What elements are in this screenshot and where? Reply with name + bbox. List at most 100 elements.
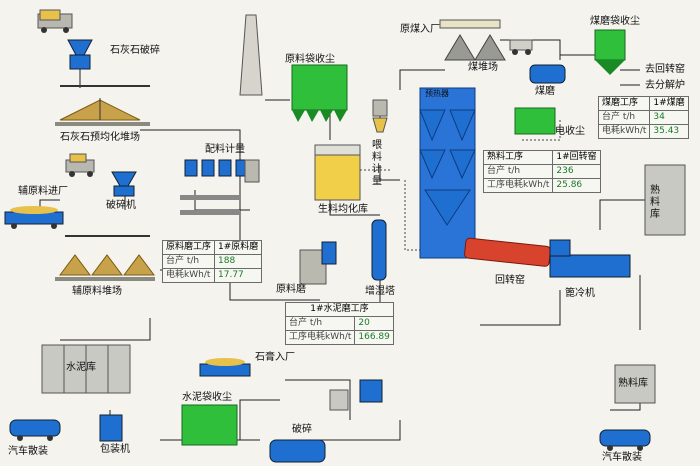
limestone-truck [37, 9, 73, 33]
rail-wagon [4, 206, 64, 229]
label-packing: 包装机 [100, 444, 130, 455]
coal-mill-row-power-label: 电耗kWh/t [597, 124, 651, 139]
label-raw-bag-dust: 原料袋收尘 [285, 54, 335, 65]
label-limestone-yard: 石灰石预均化堆场 [60, 132, 140, 143]
feed-bin [372, 99, 388, 117]
coal-mill-table: 煤磨工序 1#煤磨 台产 t/h 34 电耗kWh/t 35.43 [597, 96, 689, 139]
coal-mill-table-unit: 1#煤磨 [649, 96, 689, 111]
label-kiln: 回转窑 [495, 275, 525, 286]
cement-mill-table-title: 1#水泥磨工序 [285, 302, 394, 317]
label-gypsum-in: 石膏入厂 [255, 352, 295, 363]
label-cooler: 篦冷机 [565, 288, 595, 299]
gypsum-wagon [199, 358, 251, 377]
label-esp: 电收尘 [555, 126, 585, 137]
label-to-kiln-head: 去回转窑 [645, 64, 685, 75]
kiln-table-title: 熟料工序 [482, 150, 554, 165]
raw-mill-row-output-value: 188 [214, 254, 263, 269]
label-clinker-silo-2: 熟料库 [618, 378, 648, 389]
humid-tower [371, 219, 387, 281]
cement-mill-row-output-value: 20 [354, 316, 394, 331]
kiln-row-output-value: 236 [552, 164, 601, 179]
label-crush2: 破碎 [292, 424, 312, 435]
meter-bin [244, 159, 260, 183]
label-truck-bulk: 汽车散装 [8, 446, 48, 457]
label-preheater: 预热器 [425, 89, 449, 98]
label-raw-homo: 生料均化库 [318, 204, 368, 215]
label-coal-yard: 煤堆场 [468, 62, 498, 73]
raw-bag-dust-collector [291, 64, 348, 111]
gypsum-bin [329, 389, 349, 411]
chimney [239, 14, 263, 96]
raw-mill-table-title: 原料磨工序 [161, 240, 216, 255]
coal-mill-machine [529, 64, 566, 84]
raw-mill-row-power-value: 17.77 [214, 268, 263, 283]
coal-pile-2 [474, 34, 506, 61]
clinker-silo-1 [644, 164, 686, 236]
cement-mill-row-output-label: 台产 t/h [284, 316, 356, 331]
label-truck-bulk-2: 汽车散装 [602, 452, 642, 463]
cement-mill [269, 439, 326, 463]
silo-top [314, 144, 361, 156]
label-crusher: 破碎机 [106, 200, 136, 211]
coal-pile-1 [444, 34, 476, 61]
grate-cooler [549, 254, 631, 278]
batching-belt [180, 195, 240, 200]
coal-mill-row-power-value: 35.43 [649, 124, 689, 139]
kiln-table-unit: 1#回转窑 [552, 150, 601, 165]
kiln-table: 熟料工序 1#回转窑 台产 t/h 236 工序电耗kWh/t 25.86 [482, 150, 601, 193]
cement-silos [41, 344, 131, 394]
coal-esp [514, 107, 556, 135]
kiln-row-power-label: 工序电耗kWh/t [482, 178, 554, 193]
raw-mill-table-unit: 1#原料磨 [214, 240, 263, 255]
raw-mill [299, 241, 337, 285]
label-cement-bag-dust: 水泥袋收尘 [182, 392, 232, 403]
label-limestone-crushing: 石灰石破碎 [110, 45, 160, 56]
kiln-hood [549, 239, 571, 257]
coal-crane [439, 19, 501, 29]
coal-bag-dust-collector [594, 29, 626, 61]
label-clinker-silo: 熟料库 [650, 185, 660, 220]
bulk-truck-right [599, 429, 651, 451]
label-cement-silo: 水泥库 [66, 362, 96, 373]
label-to-calciner: 去分解炉 [645, 80, 685, 91]
rotary-kiln [464, 237, 551, 267]
limestone-hopper [67, 39, 93, 56]
label-feed-meter: 喂料计量 [372, 140, 382, 187]
aux-pile-1 [59, 254, 91, 276]
cement-mill-row-power-label: 工序电耗kWh/t [284, 330, 356, 345]
gypsum-crusher [359, 379, 383, 403]
label-aux-in: 辅原料进厂 [18, 186, 68, 197]
batching-belt-2 [180, 210, 240, 215]
coal-mill-table-title: 煤磨工序 [597, 96, 651, 111]
aux-pile-2 [91, 254, 123, 276]
clinker-silo-2 [614, 364, 656, 404]
cement-mill-table: 1#水泥磨工序 台产 t/h 20 工序电耗kWh/t 166.89 [284, 302, 394, 345]
raw-mill-row-output-label: 台产 t/h [161, 254, 216, 269]
coal-mill-row-output-value: 34 [649, 110, 689, 125]
label-coal-mill: 煤磨 [535, 86, 555, 97]
limestone-crusher-body [69, 54, 91, 70]
label-coal-in: 原煤入厂 [400, 24, 440, 35]
cement-mill-row-power-value: 166.89 [354, 330, 394, 345]
coal-truck [509, 39, 533, 55]
aux-yard-floor [55, 277, 155, 281]
batching-bins [184, 159, 249, 177]
label-coal-bag-dust: 煤磨袋收尘 [590, 16, 640, 27]
aux-hopper [111, 171, 137, 187]
label-raw-mill: 原料磨 [276, 284, 306, 295]
label-humid-tower: 增湿塔 [365, 286, 395, 297]
aux-truck [65, 153, 95, 177]
yard-floor [55, 122, 150, 126]
label-aux-yard: 辅原料堆场 [72, 286, 122, 297]
raw-mill-row-power-label: 电耗kWh/t [161, 268, 216, 283]
label-batching: 配料计量 [205, 144, 245, 155]
cement-bag-dust-collector [181, 404, 238, 446]
bulk-truck-left [9, 419, 61, 441]
aux-pile-3 [123, 254, 155, 276]
raw-mill-table: 原料磨工序 1#原料磨 台产 t/h 188 电耗kWh/t 17.77 [161, 240, 263, 283]
preheater-tower [419, 87, 476, 259]
feed-meter [372, 117, 388, 133]
coal-bag-hopper [595, 60, 625, 75]
